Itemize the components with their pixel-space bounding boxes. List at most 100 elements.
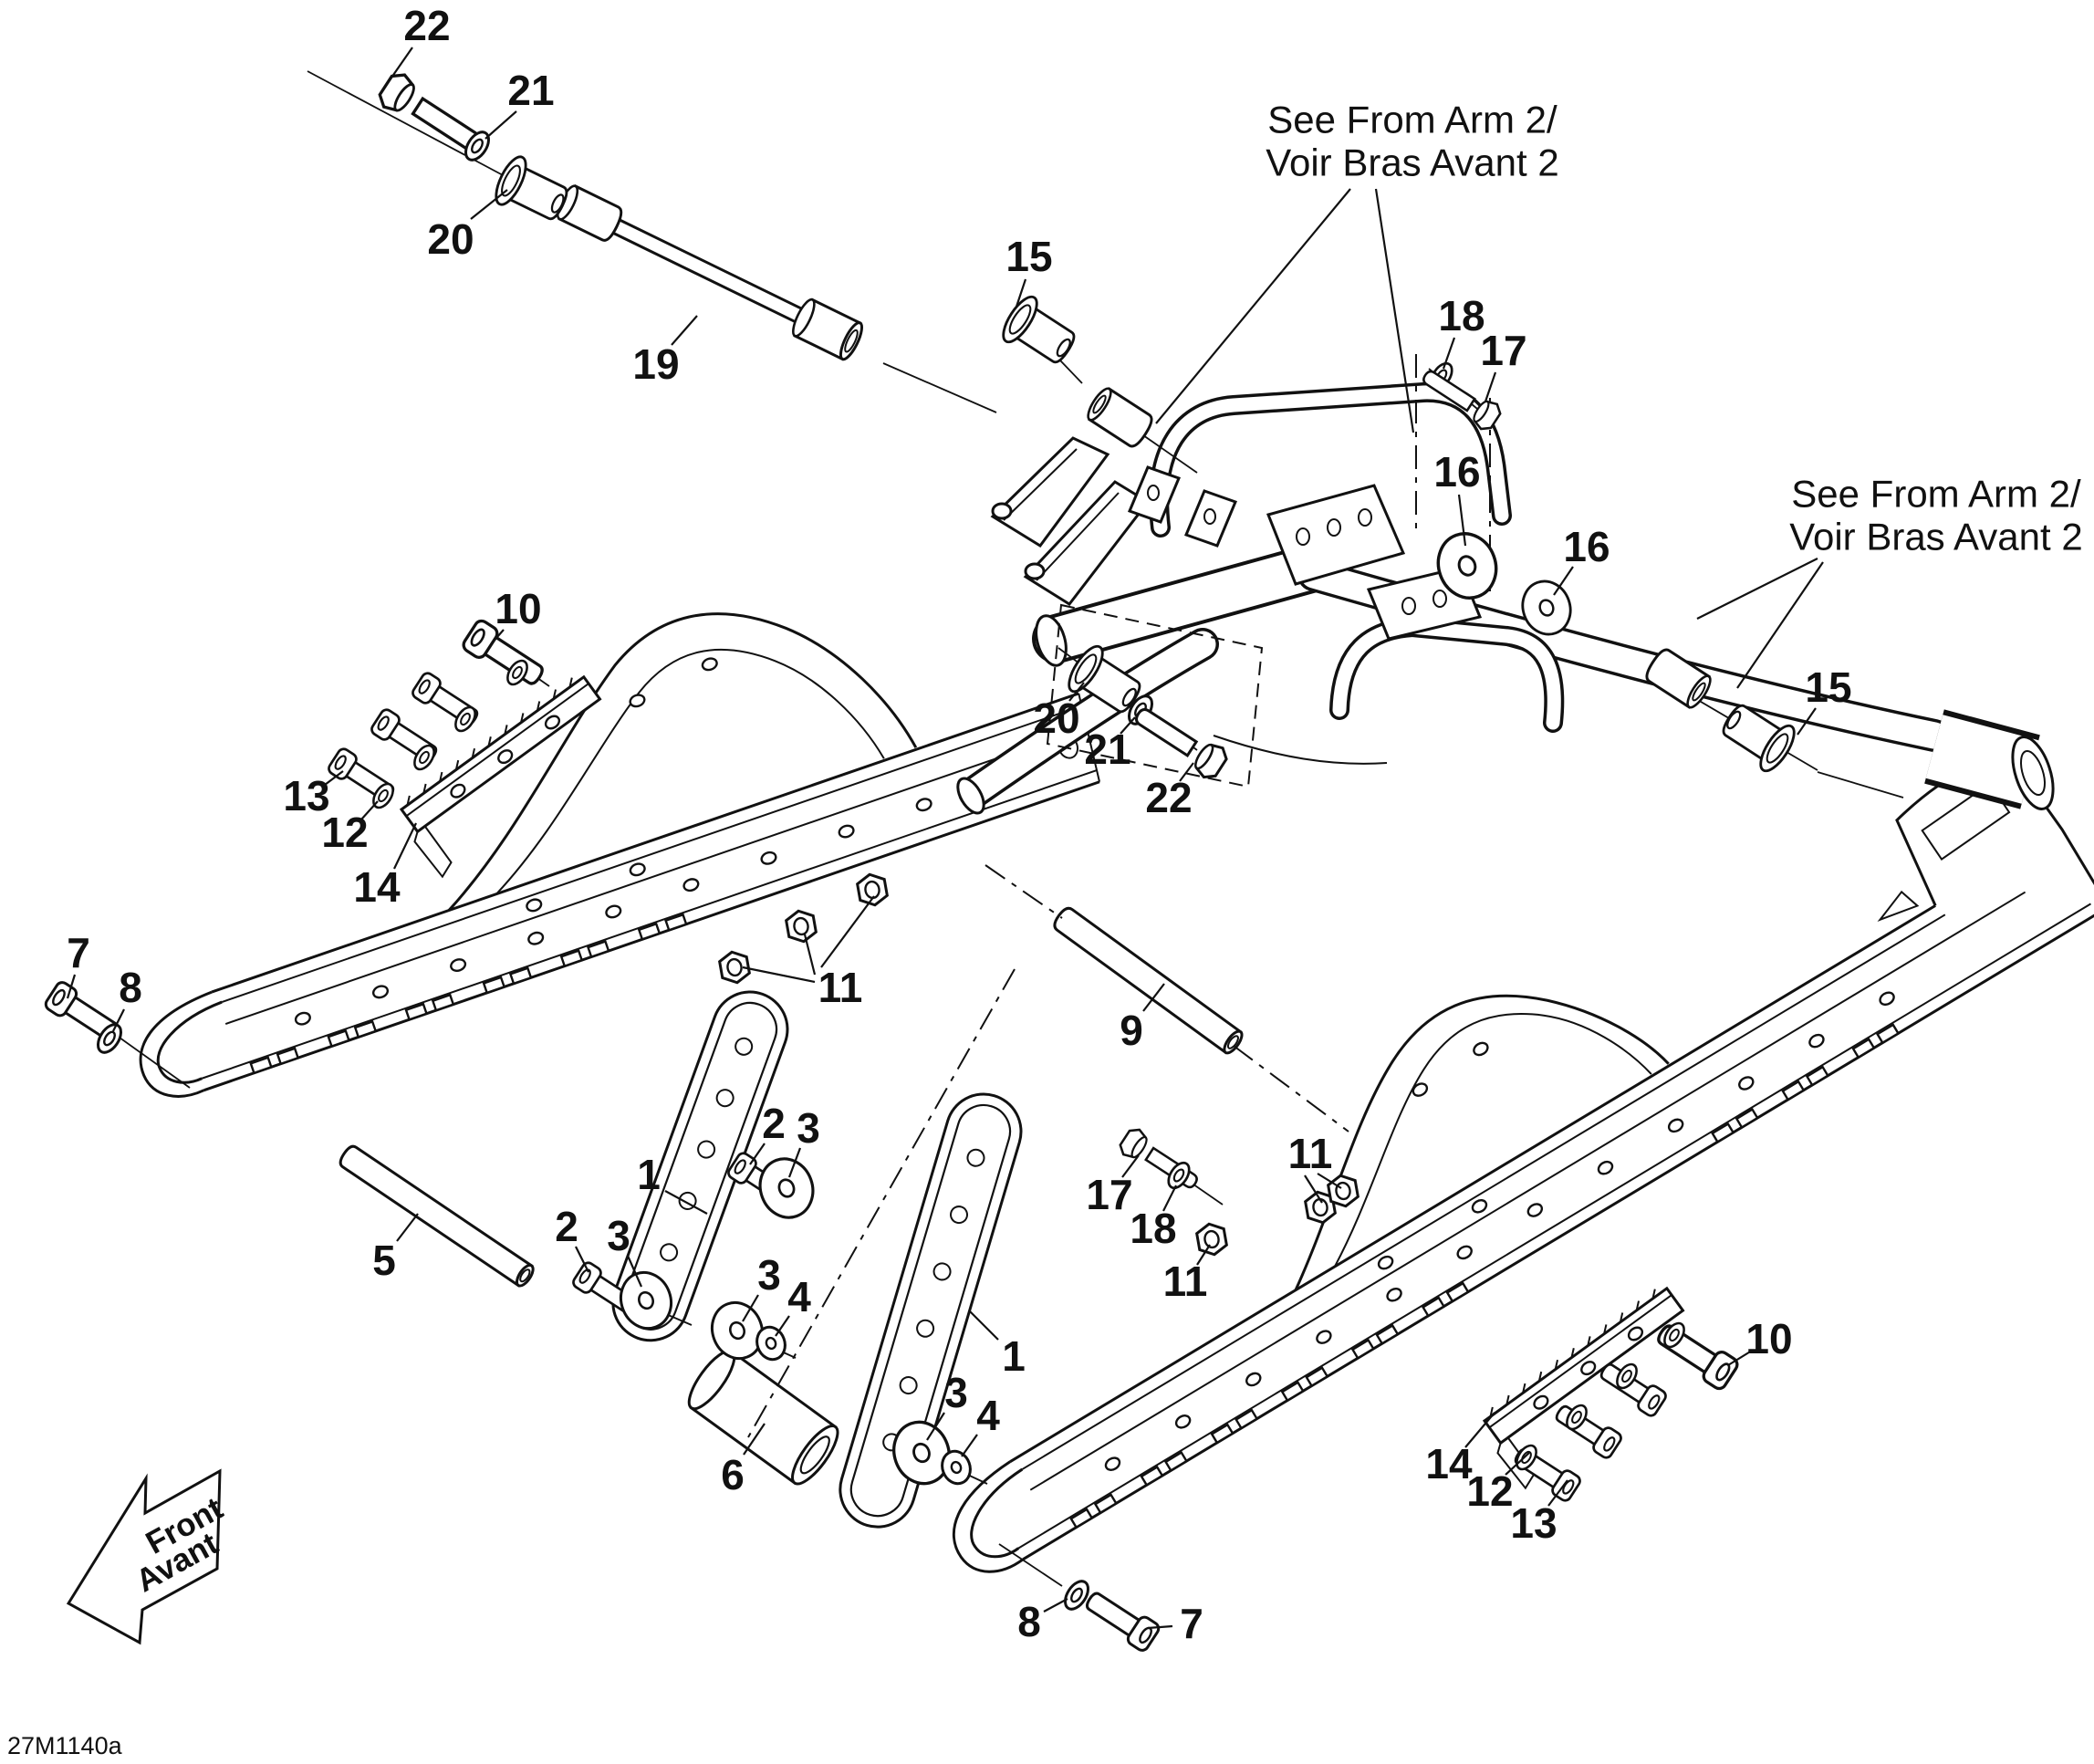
svg-text:Voir Bras Avant 2: Voir Bras Avant 2 — [1789, 516, 2082, 558]
svg-text:22: 22 — [403, 2, 450, 49]
svg-text:10: 10 — [495, 585, 541, 632]
svg-text:11: 11 — [1163, 1258, 1208, 1305]
rod-5 — [339, 1144, 535, 1288]
callout-5: 5 — [372, 1213, 419, 1284]
callout-8: 8 — [112, 964, 142, 1032]
svg-text:3: 3 — [607, 1212, 630, 1259]
front-direction-arrow: Front Avant — [66, 1468, 229, 1645]
bushing-15-top — [995, 290, 1084, 374]
svg-text:2: 2 — [762, 1100, 786, 1147]
svg-text:5: 5 — [372, 1237, 396, 1284]
callout-15: 15 — [1005, 233, 1053, 308]
callout-11: 11 — [1288, 1130, 1342, 1204]
svg-text:16: 16 — [1433, 448, 1480, 496]
callout-11: 11 — [1163, 1244, 1211, 1305]
svg-text:3: 3 — [797, 1104, 820, 1152]
callout-1: 1 — [969, 1310, 1026, 1380]
see-from-arm-note-top: See From Arm 2/Voir Bras Avant 2 — [1155, 99, 1559, 433]
svg-text:1: 1 — [637, 1151, 661, 1198]
svg-text:17: 17 — [1086, 1171, 1132, 1218]
callout-14: 14 — [1425, 1412, 1495, 1487]
callout-2: 2 — [555, 1203, 589, 1273]
callout-2: 2 — [749, 1100, 786, 1165]
callout-21: 21 — [1084, 716, 1136, 773]
bolt-13-right-2 — [1550, 1398, 1625, 1462]
callout-7: 7 — [1147, 1600, 1203, 1647]
callout-21: 21 — [484, 67, 555, 140]
nut-11-right-1 — [1193, 1220, 1230, 1258]
callout-16: 16 — [1553, 523, 1610, 596]
svg-text:8: 8 — [1017, 1598, 1041, 1645]
callout-12: 12 — [1466, 1452, 1530, 1515]
svg-text:9: 9 — [1120, 1007, 1143, 1054]
callout-4: 4 — [961, 1392, 1000, 1457]
callout-3: 3 — [742, 1251, 781, 1322]
washer-3-center — [750, 1150, 823, 1226]
bolt-7-bottom — [1079, 1584, 1162, 1654]
rod-9 — [1053, 906, 1244, 1055]
svg-text:18: 18 — [1438, 292, 1485, 339]
svg-text:14: 14 — [1425, 1440, 1473, 1487]
bolt-22-center — [1127, 697, 1232, 784]
callout-20: 20 — [1033, 682, 1085, 742]
callout-10: 10 — [1727, 1315, 1793, 1366]
callout-22: 22 — [1145, 762, 1194, 821]
callout-11: 11 — [742, 895, 875, 1011]
see-from-arm-note-right: See From Arm 2/Voir Bras Avant 2 — [1696, 473, 2083, 689]
callout-3: 3 — [926, 1369, 968, 1441]
svg-text:10: 10 — [1745, 1315, 1792, 1362]
callout-10: 10 — [490, 585, 542, 645]
left-rail — [139, 612, 1100, 1098]
svg-text:15: 15 — [1805, 663, 1851, 711]
svg-text:18: 18 — [1130, 1205, 1176, 1252]
sleeve-15-top — [1082, 383, 1157, 451]
svg-text:15: 15 — [1005, 233, 1052, 280]
svg-text:2: 2 — [555, 1203, 578, 1250]
callout-16: 16 — [1433, 448, 1481, 547]
svg-text:Voir Bras Avant 2: Voir Bras Avant 2 — [1266, 141, 1558, 184]
svg-text:12: 12 — [321, 809, 368, 856]
right-rail — [952, 751, 2094, 1573]
nut-11-left-3 — [854, 871, 891, 909]
bolt-10-right — [1651, 1316, 1742, 1393]
svg-text:20: 20 — [427, 215, 474, 263]
svg-text:21: 21 — [507, 67, 554, 114]
callout-22: 22 — [382, 2, 451, 90]
svg-text:3: 3 — [944, 1369, 968, 1416]
callout-18: 18 — [1130, 1185, 1177, 1252]
svg-text:4: 4 — [787, 1273, 811, 1320]
strap-right-1 — [839, 1092, 1023, 1529]
callout-18: 18 — [1438, 292, 1485, 370]
svg-text:7: 7 — [67, 929, 90, 976]
svg-text:11: 11 — [818, 964, 863, 1011]
nut-11-left-2 — [783, 907, 819, 945]
callout-3: 3 — [787, 1104, 820, 1178]
svg-text:17: 17 — [1480, 327, 1526, 374]
callout-9: 9 — [1120, 983, 1165, 1054]
callout-20: 20 — [427, 189, 508, 263]
callout-14: 14 — [353, 822, 417, 911]
callout-3: 3 — [607, 1212, 643, 1288]
callout-8: 8 — [1017, 1598, 1068, 1645]
callout-12: 12 — [321, 800, 379, 856]
callout-1: 1 — [637, 1151, 708, 1215]
svg-text:6: 6 — [721, 1451, 745, 1498]
callout-13: 13 — [283, 770, 344, 819]
drawing-number: 27M1140a — [7, 1732, 123, 1759]
svg-text:20: 20 — [1033, 694, 1079, 742]
callout-13: 13 — [1510, 1479, 1568, 1547]
svg-text:19: 19 — [632, 340, 679, 388]
svg-text:14: 14 — [353, 863, 401, 911]
callout-4: 4 — [775, 1273, 811, 1337]
svg-text:12: 12 — [1466, 1467, 1513, 1515]
svg-text:13: 13 — [283, 772, 329, 819]
callout-17: 17 — [1086, 1154, 1140, 1218]
callout-15: 15 — [1797, 663, 1852, 736]
svg-text:16: 16 — [1563, 523, 1610, 570]
reinforcement-plate-right-14 — [1482, 1286, 1685, 1490]
callout-6: 6 — [721, 1423, 766, 1498]
callout-7: 7 — [66, 929, 90, 999]
callout-19: 19 — [632, 315, 698, 388]
